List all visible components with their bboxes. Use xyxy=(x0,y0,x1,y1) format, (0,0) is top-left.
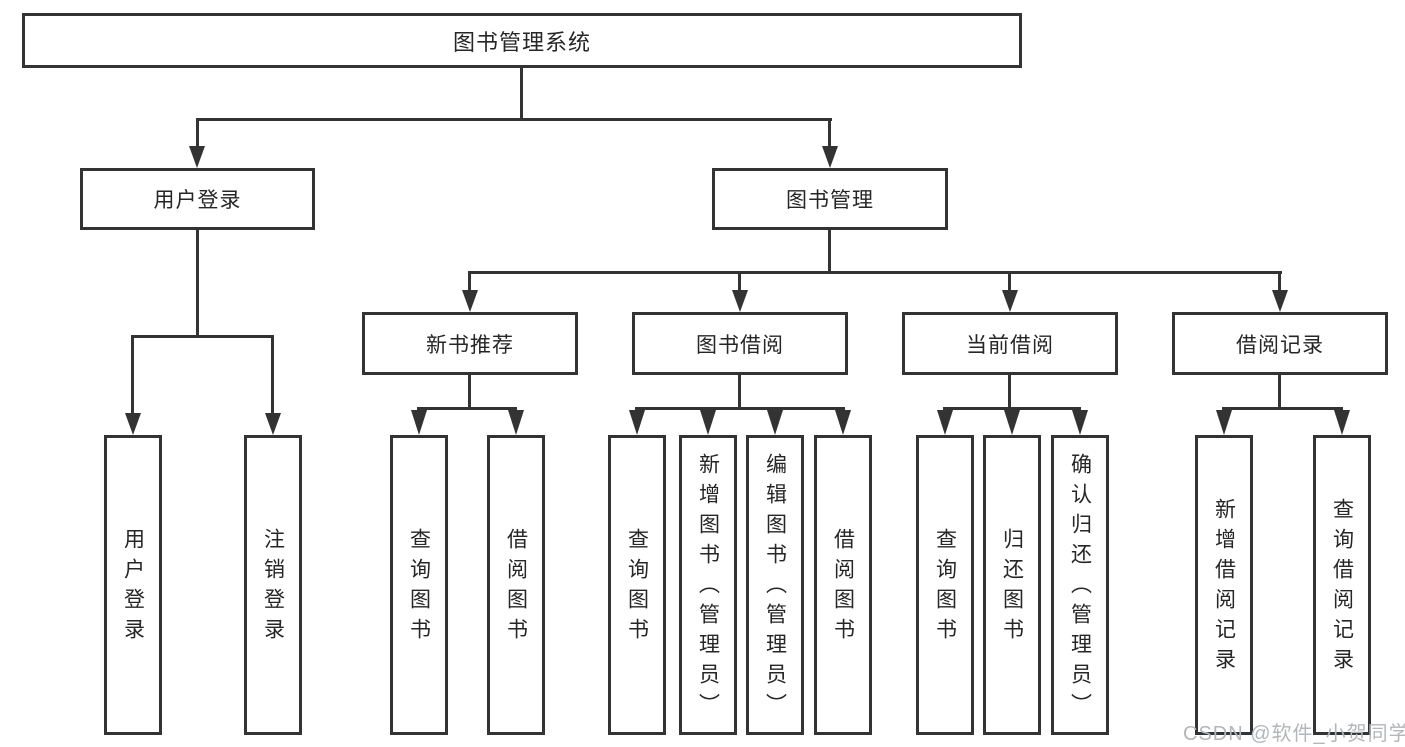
connector xyxy=(828,118,831,148)
arrow-down-icon xyxy=(822,146,838,168)
arrow-down-icon xyxy=(189,146,205,168)
arrow-down-icon xyxy=(767,410,783,435)
node-book-management: 图书管理 xyxy=(712,168,948,230)
leaf-cb-query-book: 查询图书 xyxy=(916,435,974,735)
arrow-down-icon xyxy=(732,290,748,312)
connector xyxy=(271,335,274,415)
leaf-bb-borrow-book: 借阅图书 xyxy=(814,435,872,735)
connector xyxy=(131,335,134,415)
watermark: CSDN @软件_小贺同学 xyxy=(1183,723,1405,745)
leaf-user-login: 用户登录 xyxy=(104,435,162,735)
node-book-borrow: 图书借阅 xyxy=(632,312,848,375)
node-new-book-recommend: 新书推荐 xyxy=(362,312,578,375)
arrow-down-icon xyxy=(1272,290,1288,312)
connector xyxy=(468,271,1282,274)
connector xyxy=(1008,271,1011,293)
arrow-down-icon xyxy=(1334,410,1350,435)
connector xyxy=(1278,271,1281,293)
connector xyxy=(943,407,1081,410)
connector xyxy=(196,118,832,121)
leaf-bb-query-book: 查询图书 xyxy=(608,435,666,735)
node-user-login: 用户登录 xyxy=(80,168,315,230)
connector xyxy=(196,118,199,148)
node-current-borrow: 当前借阅 xyxy=(902,312,1118,375)
node-system-root: 图书管理系统 xyxy=(22,13,1022,68)
connector xyxy=(417,407,517,410)
connector xyxy=(828,230,831,274)
connector xyxy=(468,271,471,293)
connector xyxy=(520,68,523,118)
arrow-down-icon xyxy=(462,290,478,312)
leaf-br-query-record: 查询借阅记录 xyxy=(1313,435,1371,735)
connector xyxy=(131,335,274,338)
arrow-down-icon xyxy=(1002,290,1018,312)
arrow-down-icon xyxy=(835,410,851,435)
connector xyxy=(468,375,471,410)
arrow-down-icon xyxy=(265,413,281,435)
arrow-down-icon xyxy=(411,410,427,435)
arrow-down-icon xyxy=(1216,410,1232,435)
arrow-down-icon xyxy=(700,410,716,435)
arrow-down-icon xyxy=(937,410,953,435)
connector xyxy=(738,271,741,293)
connector xyxy=(1278,375,1281,410)
arrow-down-icon xyxy=(629,410,645,435)
node-borrow-records: 借阅记录 xyxy=(1172,312,1388,375)
arrow-down-icon xyxy=(125,413,141,435)
connector xyxy=(1008,375,1011,410)
leaf-nbr-borrow-book: 借阅图书 xyxy=(487,435,545,735)
connector xyxy=(196,230,199,338)
leaf-cb-confirm-return-admin: 确认归还（管理员） xyxy=(1051,435,1109,735)
leaf-br-add-record: 新增借阅记录 xyxy=(1195,435,1253,735)
leaf-nbr-query-book: 查询图书 xyxy=(390,435,448,735)
connector xyxy=(738,375,741,410)
leaf-bb-add-book-admin: 新增图书（管理员） xyxy=(679,435,737,735)
connector xyxy=(1222,407,1343,410)
arrow-down-icon xyxy=(1072,410,1088,435)
leaf-bb-edit-book-admin: 编辑图书（管理员） xyxy=(746,435,804,735)
leaf-cb-return-book: 归还图书 xyxy=(983,435,1041,735)
leaf-logout: 注销登录 xyxy=(244,435,302,735)
connector xyxy=(635,407,845,410)
arrow-down-icon xyxy=(508,410,524,435)
arrow-down-icon xyxy=(1004,410,1020,435)
